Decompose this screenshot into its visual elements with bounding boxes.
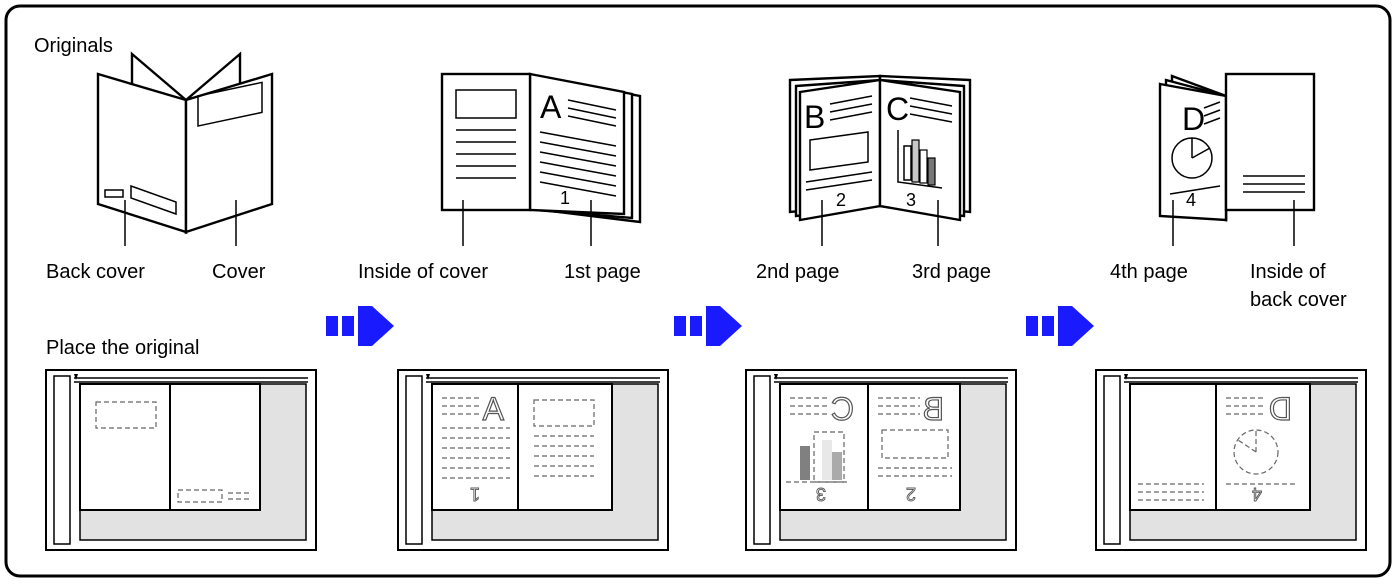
third-page-label: 3rd page — [912, 261, 991, 283]
mirrored-letter-c: C — [831, 391, 854, 427]
mirrored-page-number-4: 4 — [1252, 484, 1262, 504]
open-booklet-icon: D 4 — [1158, 72, 1316, 222]
inside-of-cover-label: Inside of cover — [358, 261, 488, 283]
right-arrow-icon — [326, 306, 394, 346]
cover-label: Cover — [212, 261, 266, 283]
scanner-glass-icon: D 4 — [1095, 369, 1367, 551]
mirrored-letter-d: D — [1269, 391, 1292, 427]
diagram-frame — [4, 4, 1392, 578]
back-cover-label: Back cover — [46, 261, 145, 283]
place-the-original-label: Place the original — [46, 337, 199, 359]
mirrored-page-number-3: 3 — [816, 484, 826, 504]
page-number-4: 4 — [1186, 190, 1196, 210]
scanner-glass-icon: C 3 B 2 — [745, 369, 1017, 551]
letter-c: C — [886, 91, 909, 127]
mirrored-letter-a: A — [482, 391, 504, 427]
first-page-label: 1st page — [564, 261, 641, 283]
inside-of-back-cover-label-line2: back cover — [1250, 289, 1347, 311]
open-booklet-icon: B 2 C 3 — [788, 74, 972, 222]
page-number-2: 2 — [836, 190, 846, 210]
letter-a: A — [540, 89, 562, 125]
fourth-page-label: 4th page — [1110, 261, 1188, 283]
originals-label: Originals — [34, 35, 113, 57]
second-page-label: 2nd page — [756, 261, 839, 283]
inside-of-back-cover-label-line1: Inside of — [1250, 261, 1326, 283]
letter-b: B — [804, 99, 825, 135]
page-number-1: 1 — [560, 188, 570, 208]
scanner-glass-icon: A 1 — [397, 369, 669, 551]
letter-d: D — [1182, 101, 1205, 137]
right-arrow-icon — [1026, 306, 1094, 346]
right-arrow-icon — [674, 306, 742, 346]
page-number-3: 3 — [906, 190, 916, 210]
open-booklet-icon: A 1 — [440, 72, 642, 224]
mirrored-letter-b: B — [923, 391, 944, 427]
mirrored-page-number-1: 1 — [470, 484, 480, 504]
mirrored-page-number-2: 2 — [906, 484, 916, 504]
open-booklet-icon — [96, 51, 274, 235]
scanner-glass-icon — [45, 369, 317, 551]
